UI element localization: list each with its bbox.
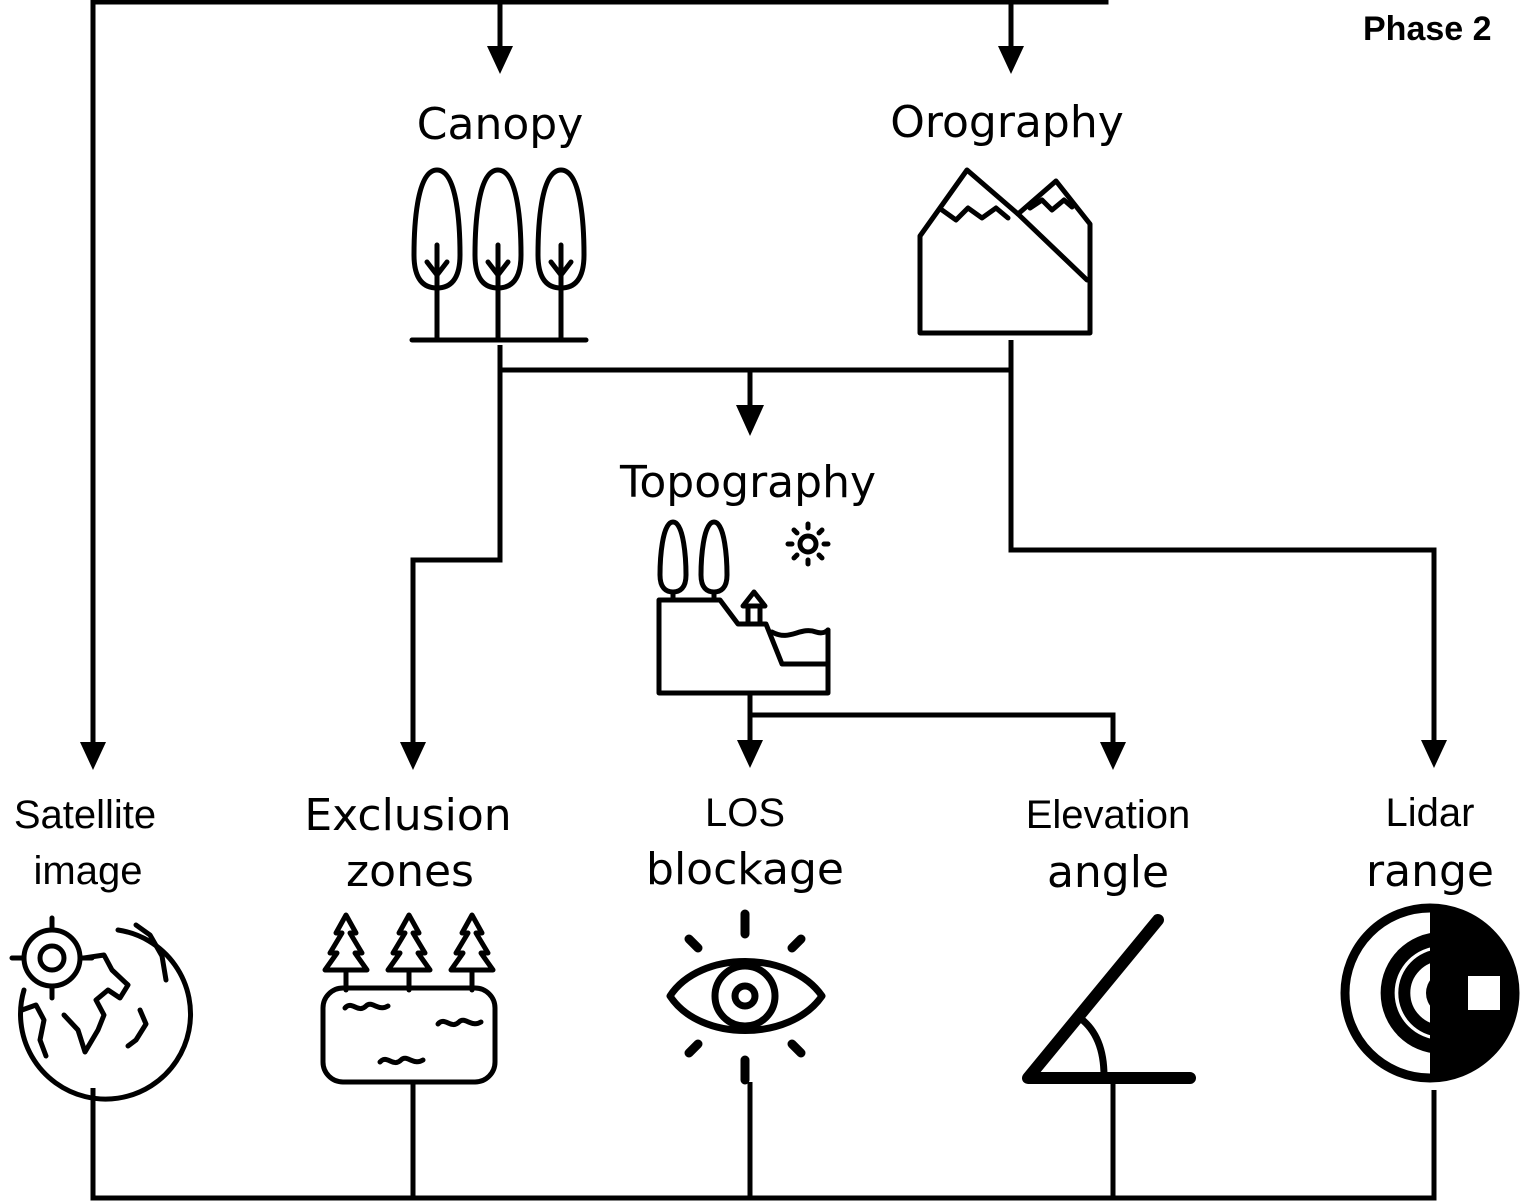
arrowhead-los	[737, 740, 763, 768]
arrowhead-topography	[736, 405, 764, 436]
mountains-icon	[920, 170, 1090, 333]
topography-label: Topography	[619, 457, 876, 508]
lidar-label-line2: range	[1366, 846, 1494, 897]
satellite-label-line2: image	[34, 849, 143, 893]
los-label-line2: blockage	[646, 844, 844, 895]
phase-label: Phase 2	[1363, 10, 1492, 48]
arrowhead-orography	[998, 46, 1024, 74]
orography-label: Orography	[890, 97, 1124, 148]
landscape-icon	[659, 522, 828, 693]
connector-to-exclusion	[413, 370, 500, 745]
eye-icon	[670, 914, 822, 1080]
exclusion-label-line1: Exclusion	[304, 790, 511, 841]
elevation-label-line1: Elevation	[1026, 793, 1191, 837]
connector-top-bar	[93, 0, 1106, 2]
canopy-label: Canopy	[417, 99, 583, 150]
arrowheads	[80, 46, 1447, 770]
connector-to-lidar	[1011, 340, 1434, 742]
los-label-line1: LOS	[705, 791, 785, 835]
arrowhead-exclusion	[400, 742, 426, 770]
arrowhead-lidar	[1421, 740, 1447, 768]
connector-to-elevation	[750, 715, 1113, 745]
globe-target-icon	[12, 918, 191, 1099]
radar-range-icon	[1345, 908, 1515, 1078]
arrowhead-elevation	[1100, 742, 1126, 770]
trees-icon	[412, 170, 586, 340]
elevation-label-line2: angle	[1047, 847, 1169, 898]
lidar-label-line1: Lidar	[1386, 791, 1475, 835]
satellite-label-line1: Satellite	[14, 793, 156, 837]
forest-lake-icon	[323, 915, 495, 1082]
arrowhead-satellite	[80, 742, 106, 770]
exclusion-label-line2: zones	[346, 846, 474, 897]
angle-icon	[1028, 920, 1190, 1078]
connector-canopy-orography-merge	[500, 345, 1011, 370]
arrowhead-canopy	[487, 46, 513, 74]
bottom-bus	[93, 1088, 1434, 1198]
